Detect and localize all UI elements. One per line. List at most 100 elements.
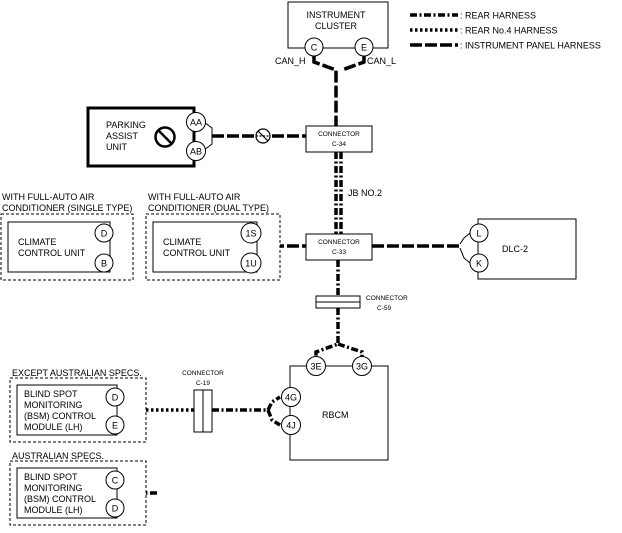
bsm-except-pin-d-label: D (112, 393, 119, 403)
jb-no2-label: JB NO.2 (348, 188, 382, 198)
climate-single-pin-d (94, 223, 114, 243)
parking-assist-pin-aa-label: AA (190, 118, 202, 128)
not-applicable-icon (154, 126, 176, 148)
instrument-cluster-name-line2: CLUSTER (315, 21, 358, 31)
rbcm-box (289, 365, 389, 461)
dlc2-name: DLC-2 (502, 244, 528, 254)
wire-rbcm-pin-4j (266, 409, 281, 427)
climate-dual-name-line2: CONTROL UNIT (163, 248, 231, 258)
bsm-aus-line2: MONITORING (24, 483, 82, 493)
legend-ip-harness-label: : INSTRUMENT PANEL HARNESS (460, 41, 601, 51)
instrument-cluster-pin-c (304, 37, 324, 57)
instrument-cluster-pin-e (354, 37, 374, 57)
parking-assist-name-line3: UNIT (106, 142, 127, 152)
climate-dual-pin-1s (240, 222, 262, 244)
instrument-cluster-name-line1: INSTRUMENT (307, 10, 366, 20)
connector-c59-upper (315, 295, 361, 303)
connector-c33-box (305, 233, 373, 261)
climate-dual-pin-1s-label: 1S (245, 229, 256, 239)
legend-rear-no4-harness-label: : REAR No.4 HARNESS (460, 26, 558, 36)
climate-single-box (7, 221, 111, 273)
can-h-label: CAN_H (275, 56, 306, 66)
parking-assist-pin-aa (186, 112, 206, 132)
legend: : REAR HARNESS : REAR No.4 HARNESS : INS… (410, 11, 601, 51)
bsm-except-line1: BLIND SPOT (24, 389, 78, 399)
wire-can-l (341, 56, 366, 72)
dlc2-pin-l (469, 223, 489, 243)
climate-single-caption-line1: WITH FULL-AUTO AIR (2, 192, 95, 202)
wire-rbcm-pin-4g (266, 395, 281, 411)
climate-single-caption-line2: CONDITIONER (SINGLE TYPE) (2, 203, 132, 213)
climate-dual-caption-line2: CONDITIONER (DUAL TYPE) (148, 203, 269, 213)
climate-dual-pin-1u (240, 252, 262, 274)
climate-dual-name-line1: CLIMATE (163, 237, 201, 247)
bsm-aus-line4: MODULE (LH) (24, 505, 83, 515)
rbcm-name: RBCM (322, 410, 349, 420)
connector-c19: CONNECTOR C-19 (182, 370, 224, 433)
dlc2-pin-k-label: K (476, 259, 482, 269)
wire-dlc2-pin-k (459, 247, 471, 264)
rbcm-pin-3g-label: 3G (356, 362, 368, 372)
bsm-aus-line1: BLIND SPOT (24, 472, 78, 482)
rbcm: RBCM 3E 3G 4G 4J (281, 356, 389, 461)
connector-c59: CONNECTOR C-59 (315, 295, 408, 312)
bsm-aus-line3: (BSM) CONTROL (24, 494, 96, 504)
bsm-module-except-australian: EXCEPT AUSTRALIAN SPECS. BLIND SPOT MONI… (9, 368, 147, 443)
climate-single-name-line1: CLIMATE (18, 237, 56, 247)
bsm-except-pin-d (105, 387, 125, 407)
bsm-aus-pin-c (105, 470, 125, 490)
bsm-except-pin-e-label: E (112, 421, 118, 431)
can-l-label: CAN_L (367, 56, 396, 66)
dlc2-box (477, 218, 577, 280)
bsm-except-box (16, 384, 118, 436)
bsm-aus-pin-c-label: C (112, 476, 119, 486)
instrument-cluster-box (287, 1, 389, 49)
connector-c33: CONNECTOR C-33 (305, 233, 373, 261)
wire-break-icon (255, 128, 271, 144)
connector-c19-line1: CONNECTOR (182, 370, 224, 377)
rbcm-pin-4g-label: 4G (285, 393, 297, 403)
bsm-except-line2: MONITORING (24, 400, 82, 410)
parking-assist-name-line1: PARKING (106, 120, 146, 130)
dlc2: DLC-2 L K (469, 218, 577, 280)
climate-dual-box (152, 221, 258, 273)
connector-c34-line2: C-34 (332, 141, 346, 148)
rbcm-pin-4j-label: 4J (286, 421, 296, 431)
bsm-except-line4: MODULE (LH) (24, 422, 83, 432)
bsm-aus-pin-d (105, 498, 125, 518)
connector-c33-line1: CONNECTOR (318, 239, 360, 246)
wire-c59-to-rbcm-3e (314, 308, 340, 358)
legend-rear-harness-label: : REAR HARNESS (460, 11, 536, 21)
wire-parking-pin-join (203, 121, 213, 151)
connector-c33-line2: C-33 (332, 249, 346, 256)
instrument-cluster-pin-c-label: C (311, 43, 318, 53)
connector-c59-line1: CONNECTOR (366, 295, 408, 302)
parking-assist-box (86, 106, 196, 168)
instrument-cluster-pin-e-label: E (361, 43, 367, 53)
climate-single-name-line2: CONTROL UNIT (18, 248, 86, 258)
rbcm-pin-3e (306, 356, 326, 376)
connector-c19-line2: C-19 (196, 380, 210, 387)
dlc2-pin-k (469, 253, 489, 273)
parking-assist-pin-ab (186, 141, 206, 161)
dlc2-pin-l-label: L (476, 229, 481, 239)
rbcm-pin-4j (281, 415, 301, 435)
connector-c34-line1: CONNECTOR (318, 131, 360, 138)
connector-c19-right (202, 389, 213, 433)
connector-c59-lower (315, 301, 361, 309)
wire-c59-to-rbcm-3g (337, 342, 364, 358)
bsm-aus-caption: AUSTRALIAN SPECS. (12, 451, 104, 461)
climate-single-pin-b (94, 253, 114, 273)
rbcm-pin-3g (352, 356, 372, 376)
wire-dlc2-pin-l (459, 232, 471, 245)
bsm-aus-pin-d-label: D (112, 504, 119, 514)
climate-single-pin-b-label: B (101, 259, 107, 269)
connector-c19-left (193, 389, 204, 433)
parking-assist-pin-ab-label: AB (190, 147, 202, 157)
connector-c59-line2: C-59 (377, 305, 391, 312)
climate-dual-pin-1u-label: 1U (245, 259, 257, 269)
bsm-except-pin-e (105, 415, 125, 435)
bsm-module-australian: AUSTRALIAN SPECS. BLIND SPOT MONITORING … (9, 451, 147, 526)
